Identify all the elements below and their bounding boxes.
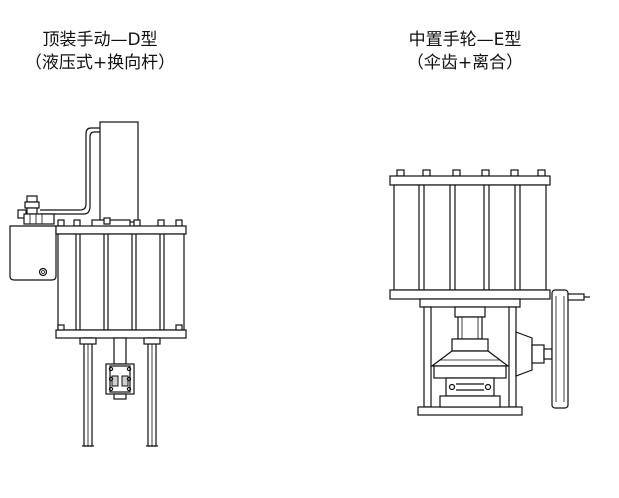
side-gearbox	[515, 331, 553, 377]
cylinder-body	[57, 233, 185, 331]
tie-rods-e	[418, 185, 521, 290]
bottom-flange	[55, 329, 187, 339]
stem-coupling	[105, 337, 135, 400]
actuator-type-e-drawing	[389, 169, 590, 416]
hydraulic-reservoir	[99, 121, 139, 223]
top-flange-e	[389, 175, 551, 186]
top-flange	[55, 225, 187, 235]
left-variant-subtitle: （液压式+换向杆）	[24, 53, 176, 73]
bottom-flange-e	[389, 289, 551, 300]
hand-pump-valve	[17, 195, 55, 225]
actuator-type-d-drawing	[9, 121, 187, 447]
handwheel	[551, 289, 590, 409]
tie-rods	[75, 234, 165, 330]
handwheel-handle	[567, 293, 585, 301]
right-variant-caption: 中置手轮—E型 （伞齿+离合）	[375, 29, 555, 75]
mounting-legs	[79, 337, 161, 447]
control-box	[9, 225, 57, 281]
right-variant-subtitle: （伞齿+离合）	[406, 53, 524, 73]
left-variant-title: 顶装手动—D型	[42, 30, 158, 50]
right-variant-title: 中置手轮—E型	[408, 30, 522, 50]
bevel-gear-clutch	[430, 306, 510, 408]
cylinder-body-e	[393, 184, 547, 291]
left-variant-caption: 顶装手动—D型 （液压式+换向杆）	[5, 29, 195, 75]
hydraulic-pipe	[40, 127, 100, 211]
top-flange-bolts-e	[396, 169, 546, 177]
top-flange-bolts	[57, 217, 183, 227]
